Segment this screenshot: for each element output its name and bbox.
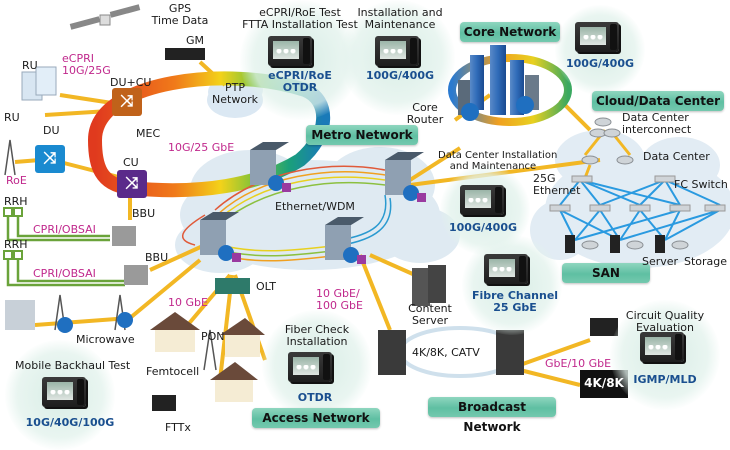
backhaul-spec: 10G/40G/100G	[25, 416, 115, 429]
metro-buildings	[200, 142, 424, 260]
bbu-box-1	[112, 226, 136, 246]
install-tester-icon	[375, 36, 419, 66]
du-cu-switch-icon: ⤨	[112, 88, 142, 116]
fc-switch-label: FC Switch	[674, 178, 728, 191]
fiber-check-spec: OTDR	[297, 391, 333, 404]
microwave-router	[57, 317, 73, 333]
gbe-broadcast-label: GbE/10 GbE	[545, 357, 612, 370]
ru-label-2: RU	[4, 111, 20, 124]
ring-rate-label: 10G/25 GbE	[168, 141, 235, 154]
du-cu-label: DU+CU	[110, 76, 152, 89]
du-switch-icon: ⤨	[35, 145, 65, 173]
fiber-tester-icon	[288, 352, 332, 382]
laptop	[590, 318, 618, 336]
metro-routers	[218, 96, 534, 264]
cu-label: CU	[123, 156, 139, 169]
cu-switch-icon: ⤨	[117, 170, 147, 198]
mec-label: MEC	[136, 127, 161, 140]
cpri-links	[6, 215, 125, 287]
dc-label: Data Center	[643, 150, 710, 163]
install-maint-spec: 100G/400G	[366, 69, 434, 82]
bbu-label-2: BBU	[145, 251, 169, 264]
badge-broadcast-network: Broadcast Network	[428, 397, 556, 434]
cpri-label-2: CPRI/OBSAI	[33, 267, 96, 280]
gm-label: GM	[186, 34, 205, 47]
gm-box	[165, 48, 205, 60]
satellite	[69, 4, 141, 30]
dc-install-spec: 100G/400G	[449, 221, 517, 234]
ethernet-wdm-label: Ethernet/WDM	[275, 200, 355, 213]
content-server-unit	[412, 268, 430, 306]
storage-label: Storage	[684, 255, 728, 268]
laptop	[152, 395, 176, 411]
houses	[150, 312, 265, 402]
dc-storage	[581, 117, 689, 250]
catv-label: 4K/8K, CATV	[412, 346, 480, 359]
gbe-rate-label: 10 GbE/100 GbE	[316, 287, 363, 312]
core-ring	[448, 54, 572, 126]
femtocell-label: Femtocell	[146, 365, 200, 378]
office-building	[5, 300, 35, 330]
roe-label: RoE	[6, 174, 27, 187]
dc-servers	[565, 235, 665, 253]
ru-label-1: RU	[22, 59, 38, 72]
ru-panel	[35, 66, 57, 96]
fc-tester-icon	[484, 254, 528, 284]
broadcast-server-right	[496, 330, 524, 375]
backhaul-tester-icon	[42, 377, 86, 407]
broadcast-server-left	[378, 330, 406, 375]
server-label: Server	[642, 255, 679, 268]
rrh-label-1: RRH	[4, 195, 28, 208]
core-tester-icon	[575, 22, 619, 52]
display-4k8k-label: 4K/8K	[584, 376, 624, 390]
rrh-label-2: RRH	[4, 238, 28, 251]
core-buildings	[458, 45, 539, 115]
badge-access-network: Access Network	[252, 408, 380, 428]
olt-label: OLT	[256, 280, 276, 293]
fc-halo	[462, 235, 562, 335]
bbu-label-1: BBU	[132, 207, 156, 220]
gbe10-label: 10 GbE	[168, 296, 208, 309]
core-spec: 100G/400G	[566, 57, 634, 70]
badge-metro-network: Metro Network	[306, 125, 418, 145]
badge-cloud-data-center: Cloud/Data Center	[592, 91, 724, 111]
badge-san: SAN	[562, 263, 650, 283]
du-label: DU	[43, 124, 60, 137]
ecpri-tester-icon	[268, 36, 312, 66]
backhaul-title: Mobile Backhaul Test	[15, 359, 131, 372]
content-server-unit	[428, 265, 446, 303]
microwave-router	[117, 312, 133, 328]
pon-label: PON	[201, 330, 225, 343]
rrh-units	[3, 207, 23, 260]
dc-tester-icon	[460, 185, 504, 215]
cpri-label-1: CPRI/OBSAI	[33, 223, 96, 236]
olt-box	[215, 278, 250, 294]
microwave-label: Microwave	[76, 333, 135, 346]
fc-switches	[549, 175, 726, 212]
fttx-label: FTTx	[165, 421, 191, 434]
bbu-box-2	[124, 265, 148, 285]
cq-spec: IGMP/MLD	[633, 373, 697, 386]
badge-core-network: Core Network	[460, 22, 560, 42]
cq-tester-icon	[640, 332, 684, 362]
